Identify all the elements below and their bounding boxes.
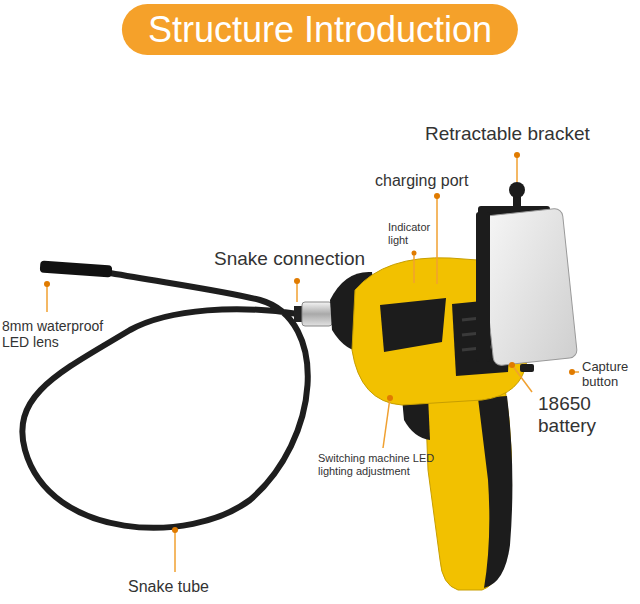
gun-grip (425, 388, 512, 590)
bracket-back (476, 212, 490, 362)
leader-lines (47, 155, 579, 572)
phone (478, 208, 577, 366)
metal-collar (302, 302, 332, 326)
lens-head (40, 261, 113, 278)
part-label: Switching machine LED lighting adjustmen… (318, 452, 438, 477)
part-label: Snake tube (128, 578, 209, 596)
side-panel (380, 298, 446, 352)
capture-button (520, 364, 534, 372)
part-label: Capture button (582, 360, 636, 390)
part-label: Indicator light (388, 221, 436, 246)
title-banner: Structure Introduction (122, 4, 518, 55)
part-label: Snake connection (214, 248, 365, 270)
part-label: Retractable bracket (425, 123, 590, 145)
part-label: 18650 battery (538, 393, 628, 437)
grip-rubber (478, 396, 512, 588)
part-label: charging port (375, 172, 468, 190)
bracket-knob (509, 182, 525, 198)
part-label: 8mm waterproof LED lens (2, 318, 114, 350)
leader-dots (44, 152, 575, 533)
snake-tube (22, 273, 307, 528)
